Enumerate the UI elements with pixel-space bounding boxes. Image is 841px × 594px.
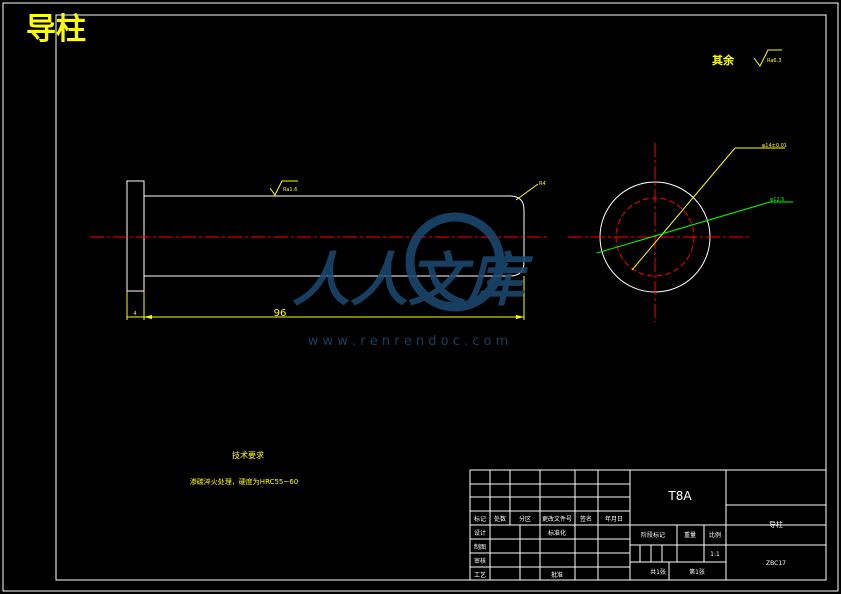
inner-dia-label: φ12.5: [770, 197, 784, 203]
title-block-text: T8A 导柱 ZBC17 阶段标记 重量 比例 1:1 共1张 第1张 标记 处…: [474, 489, 786, 579]
tech-req-line1: 渗碳淬火处理，硬度为HRC55~60: [190, 477, 298, 486]
roughness-symbol-icon: [753, 49, 782, 67]
dim-arrow-left-icon: [144, 315, 152, 319]
outer-dia-label: φ14±0.01: [762, 143, 787, 149]
fillet-label: R4: [539, 181, 546, 187]
header-zone: 分区: [519, 515, 531, 523]
title-block: [469, 469, 827, 581]
drawing-no: ZBC17: [766, 560, 786, 567]
watermark-logo-icon: [405, 212, 505, 312]
sheet-no: 第1张: [689, 568, 705, 576]
stage-mark-header: 阶段标记: [641, 531, 665, 539]
header-count: 处数: [494, 515, 506, 523]
sheets-total: 共1张: [650, 568, 666, 576]
scale-value: 1:1: [710, 551, 720, 558]
header-change-doc: 更改文件号: [542, 515, 572, 523]
header-design: 设计: [474, 529, 486, 537]
header-mark: 标记: [474, 515, 486, 523]
outer-dia-leader: [631, 147, 736, 271]
watermark: 人人文库 w w w . r e n r e n d o c . c o m: [292, 212, 534, 349]
dim-flange-label: 4: [133, 311, 136, 317]
watermark-text: 人人文库: [292, 246, 534, 314]
tech-req-heading: 技术要求: [232, 450, 264, 460]
scale-header: 比例: [709, 531, 721, 539]
pillar-body: [144, 195, 525, 277]
header-standardize: 标准化: [548, 529, 566, 537]
part-name: 导柱: [769, 520, 783, 529]
header-draw: 制图: [474, 543, 486, 551]
drawing-title: 导柱: [26, 12, 86, 47]
roughness-note: 其余 Ra6.3: [712, 49, 782, 67]
front-view: Ra1.6 R4 96 4: [90, 180, 548, 320]
header-date: 年月日: [605, 515, 623, 523]
header-process: 工艺: [474, 571, 486, 579]
weight-header: 重量: [684, 531, 696, 539]
dim-arrow-right-icon: [516, 315, 524, 319]
dim-length-label: 96: [274, 308, 287, 319]
pillar-flange: [126, 180, 145, 292]
material-label: T8A: [667, 489, 692, 503]
fillet-leader: [515, 183, 539, 201]
roughness-note-label: 其余: [712, 53, 735, 67]
roughness-note-value: Ra6.3: [767, 58, 781, 64]
header-signature: 签名: [580, 515, 592, 523]
header-review: 审核: [474, 557, 486, 565]
watermark-url: w w w . r e n r e n d o c . c o m: [308, 334, 509, 349]
inner-dia-leader: [596, 201, 771, 254]
header-approve: 批准: [551, 571, 563, 579]
side-view: φ14±0.01 φ12.5: [568, 143, 793, 322]
body-roughness-icon: [269, 180, 298, 196]
inner-border: [55, 14, 827, 581]
body-roughness-value: Ra1.6: [283, 187, 297, 193]
